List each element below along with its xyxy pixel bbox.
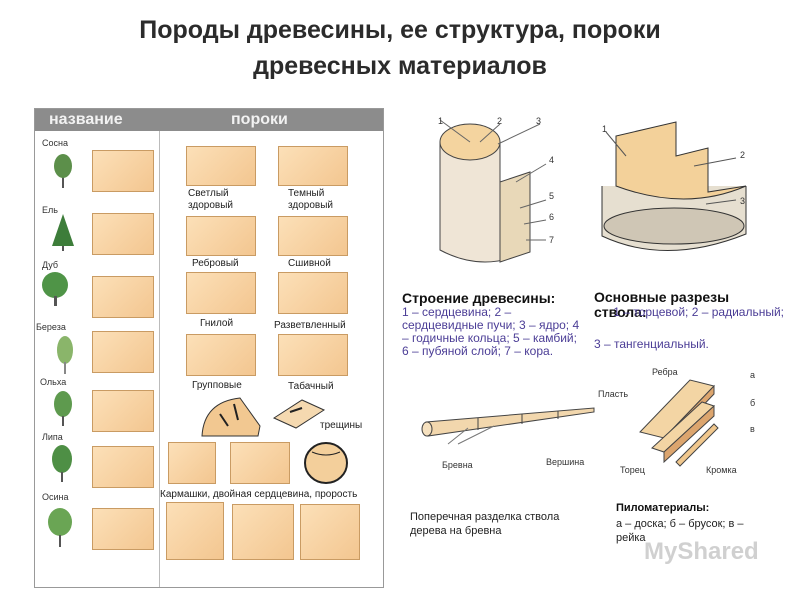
wood-texture-image bbox=[92, 508, 154, 550]
structure-number: 1 bbox=[438, 116, 444, 126]
defect-sample-image bbox=[186, 334, 256, 376]
species-label: Ель bbox=[42, 205, 58, 215]
structure-number: 4 bbox=[549, 155, 555, 165]
lumber-description: а – доска; б – брусок; в – рейка bbox=[616, 518, 744, 544]
top-label: Вершина bbox=[546, 457, 585, 467]
crack-board-image bbox=[272, 399, 326, 429]
defect-label: Кармашки, двойная сердцевина, прорость bbox=[160, 489, 358, 500]
logs-label: Бревна bbox=[442, 460, 473, 470]
page-title: Породы древесины, ее структура, пороки bbox=[139, 16, 661, 44]
wood-texture-image bbox=[92, 390, 154, 432]
species-label: Ольха bbox=[40, 377, 67, 387]
defect-sample-image bbox=[278, 334, 348, 376]
structure-number: 7 bbox=[549, 235, 555, 245]
defect-label: трещины bbox=[320, 420, 363, 431]
aspen-tree-icon bbox=[48, 508, 72, 547]
face-label: Пласть bbox=[598, 389, 629, 399]
oak-tree-icon bbox=[42, 272, 68, 306]
defect-sample-image bbox=[186, 146, 256, 186]
linden-tree-icon bbox=[52, 445, 72, 482]
structure-number: 3 bbox=[536, 116, 542, 126]
column-divider bbox=[159, 131, 160, 587]
defect-label: Разветвленный bbox=[274, 320, 346, 331]
edges-label: Ребра bbox=[652, 367, 678, 377]
wood-structure-diagram bbox=[439, 119, 547, 263]
structure-number: 5 bbox=[549, 191, 555, 201]
cut-number: 1 bbox=[602, 124, 608, 134]
defect-sample-image bbox=[278, 216, 348, 256]
page-subtitle: древесных материалов bbox=[253, 52, 547, 80]
edge-label: Кромка bbox=[706, 465, 737, 475]
defect-sample-image bbox=[232, 504, 294, 560]
lumber-diagram bbox=[639, 379, 719, 467]
col-name-header: название bbox=[49, 111, 123, 128]
cuts-description-2: 3 – тангенциальный. bbox=[594, 337, 709, 351]
defect-label: Темный здоровый bbox=[288, 188, 333, 211]
structure-number: 6 bbox=[549, 212, 555, 222]
species-label: Осина bbox=[42, 492, 69, 502]
lumber-heading: Пиломатериалы: bbox=[616, 502, 710, 514]
lumber-letter: б bbox=[750, 398, 756, 408]
structure-description: 1 – сердцевина; 2 – сердцевидные пучи; 3… bbox=[402, 305, 580, 358]
defect-sample-image bbox=[278, 272, 348, 314]
cut-number: 3 bbox=[740, 196, 746, 206]
defect-label: Групповые bbox=[192, 380, 242, 391]
crack-log-image bbox=[201, 397, 261, 437]
species-label: Липа bbox=[42, 432, 63, 442]
wood-texture-image bbox=[92, 213, 154, 255]
pine-tree-icon bbox=[54, 154, 72, 188]
wood-texture-image bbox=[92, 446, 154, 488]
wood-texture-image bbox=[92, 331, 154, 373]
species-label: Сосна bbox=[42, 138, 68, 148]
defect-label: Гнилой bbox=[200, 318, 234, 329]
species-label: Дуб bbox=[42, 260, 59, 270]
logs-caption: Поперечная разделка ствола дерева на бре… bbox=[410, 511, 560, 537]
species-label: Береза bbox=[36, 322, 66, 332]
structure-heading: Строение древесины: bbox=[402, 290, 556, 306]
alder-tree-icon bbox=[54, 391, 72, 426]
structure-number: 2 bbox=[497, 116, 503, 126]
lumber-letter: а bbox=[750, 370, 756, 380]
spruce-tree-icon bbox=[52, 214, 74, 251]
defect-sample-image bbox=[278, 146, 348, 186]
col-defects-header: пороки bbox=[231, 111, 288, 128]
cuts-heading: Основные разрезы ствола: bbox=[594, 289, 730, 320]
defect-sample-image bbox=[168, 442, 216, 484]
defect-sample-image bbox=[186, 272, 256, 314]
wood-texture-image bbox=[92, 276, 154, 318]
log-cutting-diagram bbox=[421, 407, 595, 445]
cuts-description-1: 1 – торцевой; 2 – радиальный; bbox=[613, 305, 784, 319]
defect-label: Ребровый bbox=[192, 258, 239, 269]
defect-label: Светлый здоровый bbox=[188, 188, 233, 211]
table-header bbox=[35, 109, 383, 131]
defect-sample-image bbox=[186, 216, 256, 256]
end-label: Торец bbox=[620, 465, 645, 475]
lumber-letter: в bbox=[750, 424, 755, 434]
cut-number: 2 bbox=[740, 150, 746, 160]
defect-sample-image bbox=[166, 502, 224, 560]
species-defects-table: название пороки bbox=[34, 108, 384, 588]
double-core-image bbox=[304, 442, 348, 484]
defect-sample-image bbox=[300, 504, 360, 560]
defect-label: Сшивной bbox=[288, 258, 331, 269]
defect-sample-image bbox=[230, 442, 290, 484]
birch-tree-icon bbox=[57, 336, 73, 374]
wood-texture-image bbox=[92, 150, 154, 192]
defect-label: Табачный bbox=[288, 381, 334, 392]
watermark: MyShared bbox=[644, 538, 759, 565]
trunk-cuts-diagram bbox=[601, 121, 747, 251]
